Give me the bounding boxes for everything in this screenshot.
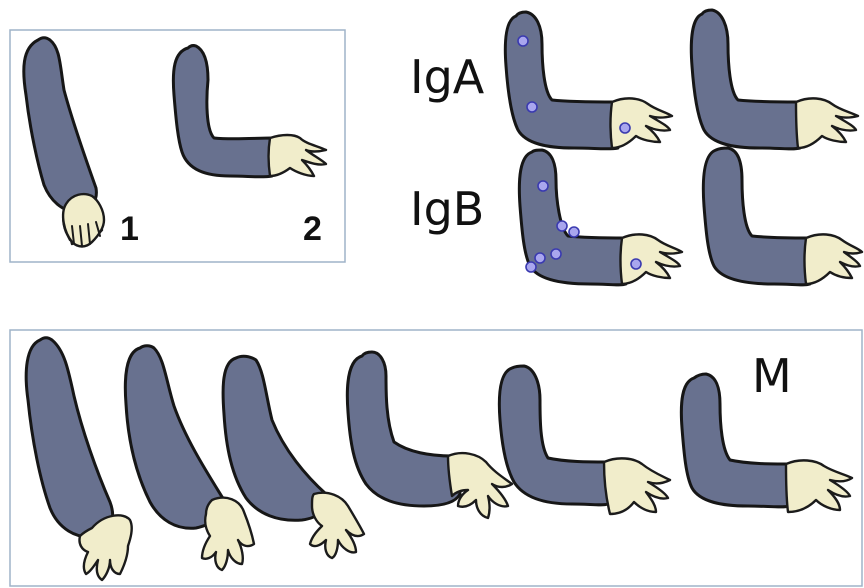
morph-label: M [752,349,792,403]
pose-panel-frame [9,29,346,263]
marker-dot [550,248,562,260]
row-igb-label: IgB [410,182,484,236]
arm-pose-1 [22,36,106,248]
marker-dot [630,258,642,270]
row-iga-label: IgA [410,50,485,104]
marker-dot [556,220,568,232]
arm-morph-frame-4 [345,350,514,520]
arm-morph-frame-3 [221,354,366,560]
arm-iga-marked [503,10,674,151]
arm-igb-marked [517,148,684,287]
marker-dot [568,226,580,238]
arm-morph-frame-1 [24,336,133,582]
marker-dot [534,252,546,264]
arm-pose-2 [171,44,328,179]
arm-morph-frame-6 [679,372,854,514]
marker-dot [525,261,537,273]
arm-morph-frame-5 [497,364,672,516]
marker-dot [619,122,631,134]
arm-iga-plain [689,8,860,151]
marker-dot [537,180,549,192]
morph-panel-frame [9,329,863,587]
marker-dot [526,101,538,113]
pose-1-label: 1 [120,210,139,248]
arm-morph-frame-2 [123,344,256,572]
pose-2-label: 2 [303,210,322,248]
arm-igb-plain [701,146,864,287]
marker-dot [517,35,529,47]
